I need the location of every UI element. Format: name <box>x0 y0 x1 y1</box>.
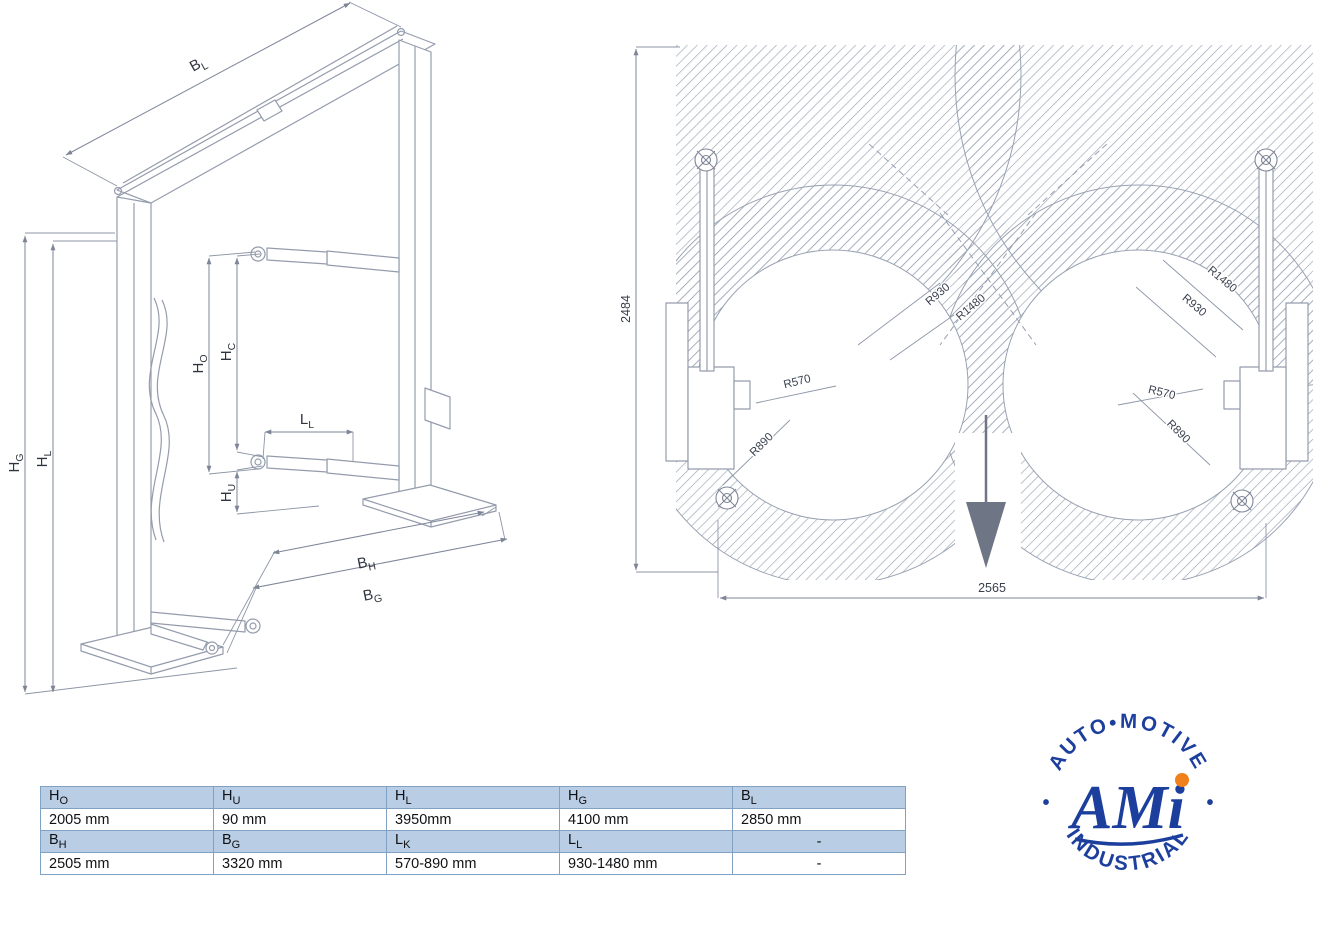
header-cell-hu: HU <box>213 786 387 809</box>
top-beam <box>116 30 436 204</box>
dim-label-ho: HO <box>190 354 210 373</box>
upper-arm <box>326 250 400 273</box>
logo-monogram: AMi <box>1067 774 1185 842</box>
motor-box <box>424 387 451 430</box>
dim-label-hu: HU <box>218 484 238 502</box>
dimension-lines: BL HG HL HO HC LL HU BH BG <box>6 1 508 695</box>
dim-label-hc: HC <box>218 342 238 361</box>
value-cell: 930-1480 mm <box>559 852 733 875</box>
dim-label-hg: HG <box>6 453 26 472</box>
table-value-row-2: 2505 mm 3320 mm 570-890 mm 930-1480 mm - <box>40 852 906 875</box>
lift-structure <box>80 25 497 675</box>
anchor-bottom-right <box>1230 489 1254 513</box>
logo-i-dot <box>1175 773 1189 787</box>
value-cell: - <box>732 852 906 875</box>
header-cell-empty: - <box>732 830 906 853</box>
anchor-top-right <box>1254 148 1278 172</box>
dim-height-2484: 2484 <box>619 295 633 323</box>
value-cell: 2505 mm <box>40 852 214 875</box>
dim-width-2565: 2565 <box>978 581 1006 595</box>
header-cell-lk: LK <box>386 830 560 853</box>
logo-underline <box>1074 833 1184 846</box>
header-cell-hl: HL <box>386 786 560 809</box>
value-cell: 4100 mm <box>559 808 733 831</box>
construction-lines <box>867 142 1109 346</box>
header-cell-bh: BH <box>40 830 214 853</box>
header-cell-hg: HG <box>559 786 733 809</box>
lower-arm <box>326 458 400 481</box>
ami-logo: AUTO•MOTIVE INDUSTRIAL • • AMi <box>1042 710 1213 876</box>
dim-label-bh: BH <box>356 553 377 576</box>
value-cell: 570-890 mm <box>386 852 560 875</box>
plan-dimensions: 2484 2565 <box>618 46 1267 601</box>
dim-label-hl: HL <box>34 451 54 468</box>
header-cell-ho: HO <box>40 786 214 809</box>
beam-pulley-right <box>396 27 406 37</box>
base-arm-short <box>150 623 208 651</box>
lift-side-view-diagram: BL HG HL HO HC LL HU BH BG <box>6 1 508 695</box>
value-cell: 3320 mm <box>213 852 387 875</box>
logo-side-dot-right: • <box>1206 792 1213 814</box>
lift-top-view-diagram: R930 R1480 R570 R890 R1480 R930 R570 R89… <box>618 45 1313 601</box>
header-cell-bl: BL <box>732 786 906 809</box>
table-header-row-1: HO HU HL HG BL <box>40 786 906 809</box>
hose <box>148 297 162 541</box>
right-post-plan <box>1223 166 1309 470</box>
anchor-top-left <box>694 148 718 172</box>
table-header-row-2: BH BG LK LL - <box>40 830 906 853</box>
spec-table: HO HU HL HG BL 2005 mm 90 mm 3950mm 4100… <box>40 786 906 875</box>
left-post-plan <box>665 166 751 470</box>
base-arm-long <box>150 611 246 633</box>
dim-label-bg: BG <box>361 584 383 607</box>
table-value-row-1: 2005 mm 90 mm 3950mm 4100 mm 2850 mm <box>40 808 906 831</box>
drive-direction-arrow <box>966 415 1006 568</box>
anchor-bottom-left <box>715 486 739 510</box>
logo-arc-top-text: AUTO•MOTIVE <box>1044 710 1212 774</box>
header-cell-ll: LL <box>559 830 733 853</box>
value-cell: 2850 mm <box>732 808 906 831</box>
dim-label-bl: BL <box>187 53 211 78</box>
value-cell: 2005 mm <box>40 808 214 831</box>
center-wedge <box>943 200 1033 315</box>
value-cell: 90 mm <box>213 808 387 831</box>
header-cell-bg: BG <box>213 830 387 853</box>
value-cell: 3950mm <box>386 808 560 831</box>
dim-label-ll: LL <box>300 411 314 431</box>
beam-pulley-left <box>113 186 123 196</box>
logo-side-dot-left: • <box>1042 792 1049 814</box>
swing-envelope <box>676 45 1313 580</box>
